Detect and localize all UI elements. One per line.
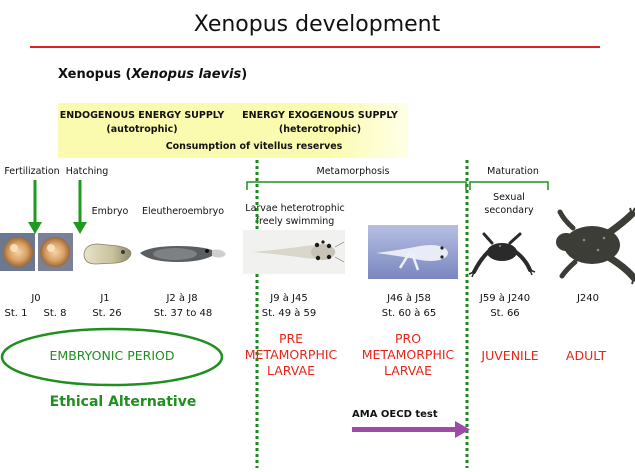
day-label-j1: J1 <box>100 293 110 304</box>
endogenous-label: ENDOGENOUS ENERGY SUPPLY <box>59 110 225 121</box>
pro-metamorphic-line3: LARVAE <box>383 363 433 378</box>
energy-supply-box <box>58 103 408 158</box>
vitellus-label: Consumption of vitellus reserves <box>165 141 343 152</box>
title-rule <box>30 46 600 48</box>
sexual-label-line2: secondary <box>484 205 534 216</box>
egg-image <box>38 233 73 271</box>
species-open: ( <box>125 67 132 82</box>
stage-label-37-48: St. 37 to 48 <box>153 308 213 319</box>
ama-test-label: AMA OECD test <box>352 409 438 420</box>
stage-label-8: St. 8 <box>43 308 67 319</box>
embryonic-period-label: EMBRYONIC PERIOD <box>49 348 175 363</box>
stage-label-1: St. 1 <box>4 308 28 319</box>
exogenous-label: ENERGY EXOGENOUS SUPPLY <box>242 110 398 121</box>
metamorphosis-label: Metamorphosis <box>316 166 390 177</box>
maturation-label: Maturation <box>487 166 539 177</box>
embryo-image <box>83 243 132 265</box>
juvenile-label: JUVENILE <box>481 348 539 363</box>
egg-image <box>0 233 35 271</box>
larvae-label-line2: freely swimming <box>255 216 335 227</box>
day-label-j240: J240 <box>576 293 600 304</box>
embryonic-period-ellipse <box>0 327 224 387</box>
day-label-j9-j45: J9 à J45 <box>270 293 308 304</box>
day-label-j2-j8: J2 à J8 <box>166 293 198 304</box>
fertilization-arrow <box>28 180 42 234</box>
fertilization-label: Fertilization <box>4 166 60 177</box>
ama-test-arrow <box>352 421 470 438</box>
pre-metamorphic-line3: LARVAE <box>266 363 316 378</box>
sexual-label-line1: Sexual <box>493 192 525 203</box>
pro-metamorphic-line2: METAMORPHIC <box>361 347 455 362</box>
pre-metamorphic-line1: PRE <box>278 331 304 346</box>
pro-metamorphic-line1: PRO <box>394 331 422 346</box>
heterotrophic-label: (heterotrophic) <box>278 124 362 135</box>
stage-label-49-59: St. 49 à 59 <box>261 308 317 319</box>
pre-metamorphic-line2: METAMORPHIC <box>244 347 338 362</box>
larvae-label-line1: Larvae heterotrophic <box>245 203 345 214</box>
maturation-bracket <box>469 181 549 190</box>
larva-image <box>243 230 345 274</box>
species-common: Xenopus <box>58 67 121 82</box>
species-close: ) <box>241 67 248 82</box>
ethical-alternative-label: Ethical Alternative <box>49 394 197 410</box>
stage-label-66: St. 66 <box>490 308 520 319</box>
metamorphic-larva-image <box>368 225 458 279</box>
day-label-j59-j240: J59 à J240 <box>479 293 531 304</box>
autotrophic-label: (autotrophic) <box>106 124 178 135</box>
day-label-j0: J0 <box>31 293 41 304</box>
adult-label: ADULT <box>565 348 607 363</box>
tadpole-image <box>140 246 226 262</box>
eleutheroembryo-label: Eleutheroembryo <box>141 206 225 217</box>
species-label: Xenopus (Xenopus laevis) <box>58 68 247 81</box>
froglet-image <box>468 232 536 278</box>
embryo-label: Embryo <box>91 206 129 217</box>
stage-label-26: St. 26 <box>92 308 122 319</box>
hatching-arrow <box>73 180 87 234</box>
hatching-label: Hatching <box>65 166 109 177</box>
frog-image <box>556 207 635 285</box>
species-scientific: Xenopus laevis <box>131 67 242 82</box>
metamorphosis-bracket <box>246 181 467 190</box>
page-title: Xenopus development <box>193 12 441 37</box>
day-label-j46-j58: J46 à J58 <box>387 293 431 304</box>
stage-label-60-65: St. 60 à 65 <box>381 308 437 319</box>
